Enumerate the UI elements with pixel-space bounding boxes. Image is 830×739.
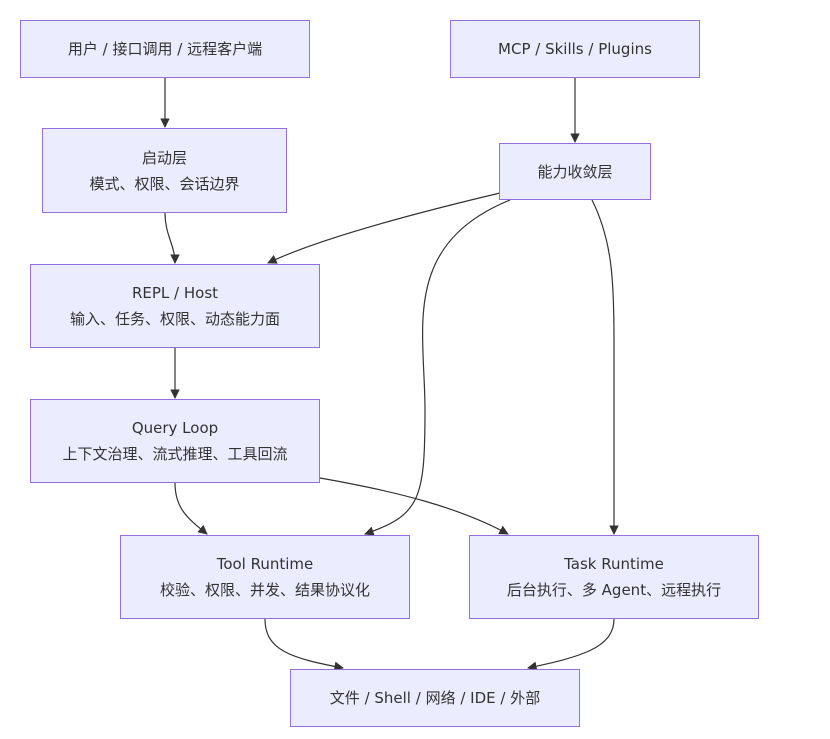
node-env: 文件 / Shell / 网络 / IDE / 外部	[290, 669, 580, 727]
node-user: 用户 / 接口调用 / 远程客户端	[20, 20, 310, 78]
node-query-desc: 上下文治理、流式推理、工具回流	[62, 445, 288, 463]
edge-tool-env	[264, 618, 344, 672]
edge-task-env	[527, 618, 615, 671]
node-env-label: 文件 / Shell / 网络 / IDE / 外部	[329, 689, 541, 707]
node-repl: REPL / Host 输入、任务、权限、动态能力面	[30, 264, 320, 348]
node-task-desc: 后台执行、多 Agent、远程执行	[506, 581, 722, 599]
node-task: Task Runtime 后台执行、多 Agent、远程执行	[469, 535, 759, 619]
node-repl-desc: 输入、任务、权限、动态能力面	[69, 310, 280, 328]
node-tool-desc: 校验、权限、并发、结果协议化	[159, 581, 370, 599]
edge-boot-repl	[164, 212, 180, 264]
node-boot-desc: 模式、权限、会话边界	[89, 174, 240, 193]
node-task-title: Task Runtime	[564, 555, 664, 573]
node-query-title: Query Loop	[131, 419, 219, 437]
node-cap: 能力收敛层	[499, 143, 651, 200]
node-cap-label: 能力收敛层	[537, 162, 613, 181]
node-tool: Tool Runtime 校验、权限、并发、结果协议化	[120, 535, 410, 619]
edge-query-task	[319, 477, 509, 535]
node-query: Query Loop 上下文治理、流式推理、工具回流	[30, 399, 320, 483]
node-boot-title: 启动层	[141, 148, 187, 167]
node-repl-title: REPL / Host	[131, 284, 219, 302]
node-user-label: 用户 / 接口调用 / 远程客户端	[67, 40, 263, 58]
node-boot: 启动层 模式、权限、会话边界	[42, 128, 287, 213]
edge-cap-tool	[364, 199, 511, 536]
edge-cap-repl	[267, 192, 501, 264]
edge-query-tool	[174, 482, 208, 535]
node-tool-title: Tool Runtime	[216, 555, 314, 573]
edge-cap-task	[591, 199, 619, 535]
node-mcp: MCP / Skills / Plugins	[450, 20, 700, 78]
node-mcp-label: MCP / Skills / Plugins	[498, 40, 652, 58]
